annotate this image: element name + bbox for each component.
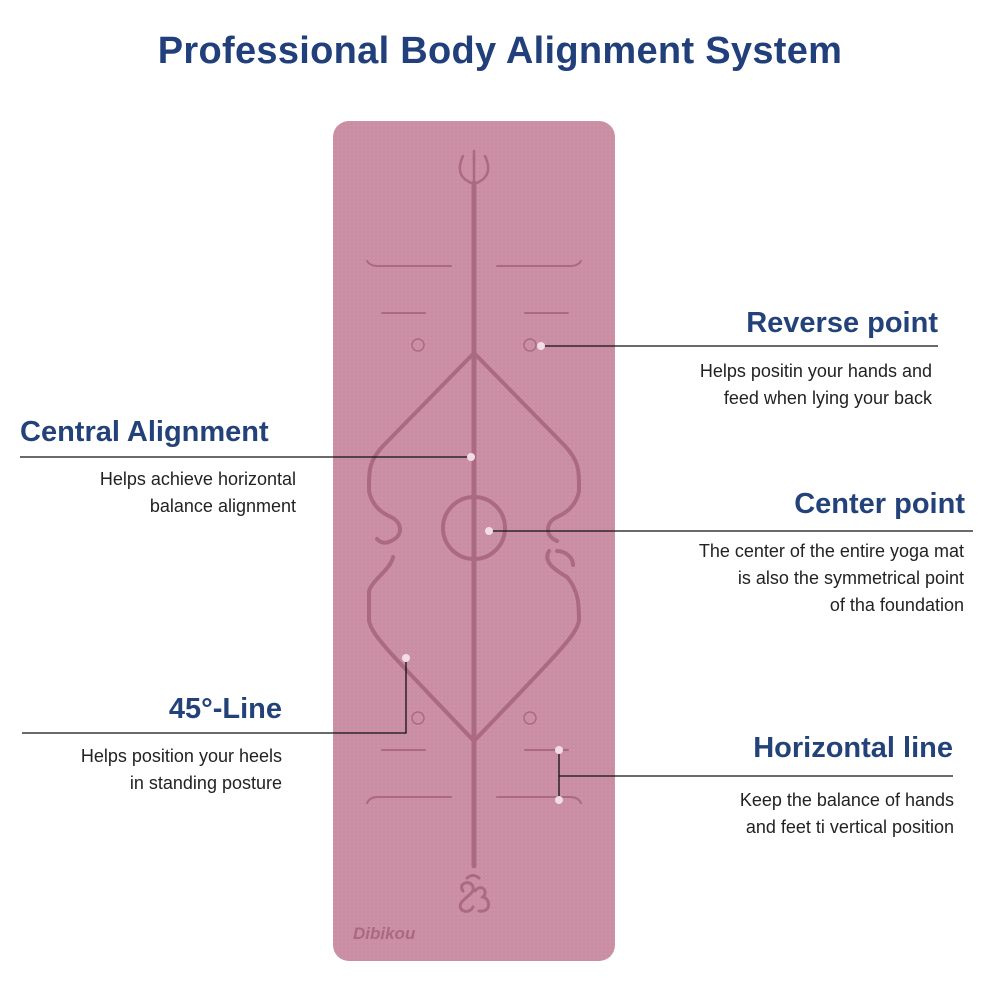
top-horizontal-line-right (496, 260, 582, 267)
om-symbol (458, 874, 490, 913)
page-title: Professional Body Alignment System (157, 30, 843, 72)
callout-center-point-desc: The center of the entire yoga mat is als… (698, 541, 964, 615)
callout-45-line-desc: Helps position your heels in standing po… (80, 746, 282, 793)
callout-central-alignment-title: Central Alignment (20, 416, 269, 448)
brand-logo: Dibikou (353, 924, 416, 943)
reverse-point-circle-right (523, 338, 537, 352)
callout-45-line-title: 45°-Line (168, 693, 282, 725)
bottom-horizontal-line-left (366, 796, 452, 804)
body-outline-left (367, 351, 476, 743)
callout-horizontal-line-desc: Keep the balance of hands and feet ti ve… (739, 790, 954, 837)
mat-guide-lines (366, 149, 582, 913)
callout-central-alignment-desc: Helps achieve horizontal balance alignme… (99, 469, 296, 516)
top-horizontal-line-left (366, 260, 452, 267)
callout-center-point-title: Center point (794, 488, 965, 520)
callout-reverse-point-title: Reverse point (746, 307, 938, 339)
bottom-horizontal-line-right (496, 796, 582, 804)
yoga-mat-illustration: Dibikou (333, 121, 615, 961)
callout-reverse-point-desc: Helps positin your hands and feed when l… (699, 361, 932, 408)
center-circle (441, 495, 507, 561)
trident-symbol (458, 149, 490, 186)
reverse-point-circle-left (411, 338, 425, 352)
body-outline-right (472, 351, 582, 743)
callout-horizontal-line-title: Horizontal line (753, 732, 953, 764)
